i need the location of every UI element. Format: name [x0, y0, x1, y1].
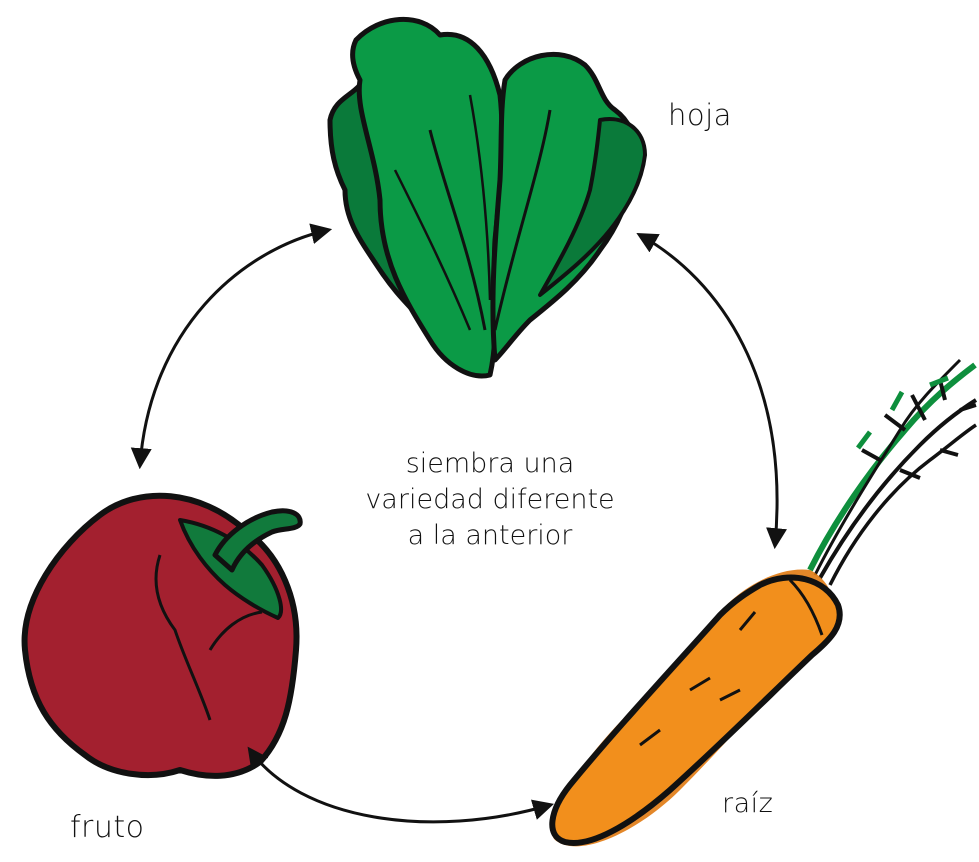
carrot-illustration	[552, 360, 976, 846]
root-label: raíz	[722, 788, 773, 819]
lettuce-illustration	[330, 19, 645, 376]
fruit-label: fruto	[70, 810, 145, 845]
rotation-instruction: siembra una variedad diferente a la ante…	[330, 446, 650, 554]
leaf-label: hoja	[668, 98, 732, 132]
arrow-fruit-root	[250, 750, 550, 822]
instruction-line-3: a la anterior	[330, 518, 650, 554]
instruction-line-2: variedad diferente	[330, 482, 650, 518]
pepper-illustration	[25, 496, 301, 776]
arrow-leaf-root	[640, 235, 777, 545]
arrow-leaf-fruit	[140, 230, 328, 465]
instruction-line-1: siembra una	[330, 446, 650, 482]
